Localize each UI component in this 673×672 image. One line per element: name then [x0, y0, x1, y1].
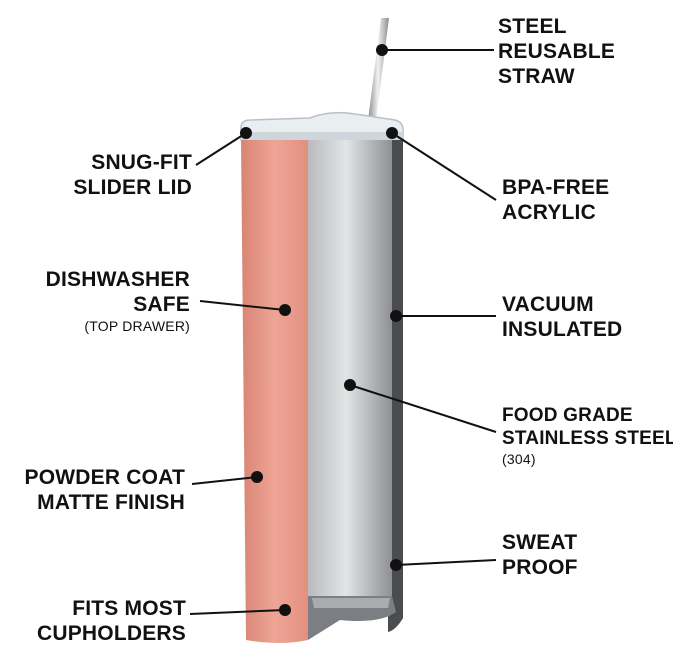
label-line: STEEL: [498, 15, 567, 38]
slider-lid: [240, 111, 404, 141]
label-line: ACRYLIC: [502, 201, 596, 224]
leader-acrylic: [391, 132, 497, 201]
leader-sweat: [395, 559, 497, 566]
leader-cupholders: [189, 609, 286, 615]
label-note: (TOP DRAWER): [84, 318, 190, 334]
label-line: DISHWASHER: [45, 268, 190, 291]
marker-straw: [376, 44, 388, 56]
marker-powder: [251, 471, 263, 483]
label-line: STAINLESS STEEL: [502, 428, 673, 449]
marker-food-grade: [344, 379, 356, 391]
leader-lid: [195, 132, 247, 166]
label-line: STRAW: [498, 65, 575, 88]
label-line: SAFE: [133, 293, 190, 316]
powder-coat-label: POWDER COAT MATTE FINISH: [5, 465, 185, 515]
sweat-proof-label: SWEAT PROOF: [502, 530, 578, 580]
label-line: SNUG-FIT: [91, 151, 192, 174]
vacuum-insulated-label: VACUUM INSULATED: [502, 292, 622, 342]
marker-dishwasher: [279, 304, 291, 316]
leader-dishwasher: [199, 300, 286, 311]
marker-acrylic: [386, 127, 398, 139]
label-note: (304): [502, 451, 536, 467]
marker-sweat: [390, 559, 402, 571]
dishwasher-safe-label: DISHWASHER SAFE (TOP DRAWER): [10, 267, 190, 335]
label-line: INSULATED: [502, 318, 623, 341]
leader-powder: [191, 476, 258, 485]
label-line: FOOD GRADE: [502, 405, 633, 426]
inner-steel: [308, 140, 392, 596]
label-line: REUSABLE: [498, 40, 616, 63]
label-line: BPA-FREE: [502, 176, 610, 199]
label-line: CUPHOLDERS: [36, 622, 186, 645]
label-line: SWEAT: [502, 531, 578, 554]
label-line: FITS MOST: [72, 597, 186, 620]
food-grade-label: FOOD GRADE STAINLESS STEEL (304): [502, 404, 673, 468]
markers: [240, 44, 402, 616]
snug-fit-lid-label: SNUG-FIT SLIDER LID: [30, 150, 192, 200]
leader-lines: [189, 49, 497, 615]
bpa-free-label: BPA-FREE ACRYLIC: [502, 175, 609, 225]
marker-lid: [240, 127, 252, 139]
label-line: POWDER COAT: [24, 466, 185, 489]
label-line: PROOF: [502, 556, 578, 579]
marker-cupholders: [279, 604, 291, 616]
label-line: MATTE FINISH: [37, 491, 185, 514]
outer-shell: [241, 140, 308, 643]
cupholders-label: FITS MOST CUPHOLDERS: [10, 596, 186, 646]
label-line: VACUUM: [502, 293, 594, 316]
label-line: SLIDER LID: [73, 176, 192, 199]
leader-food-grade: [349, 384, 497, 433]
marker-vacuum: [390, 310, 402, 322]
steel-straw-label: STEEL REUSABLE STRAW: [498, 14, 615, 89]
